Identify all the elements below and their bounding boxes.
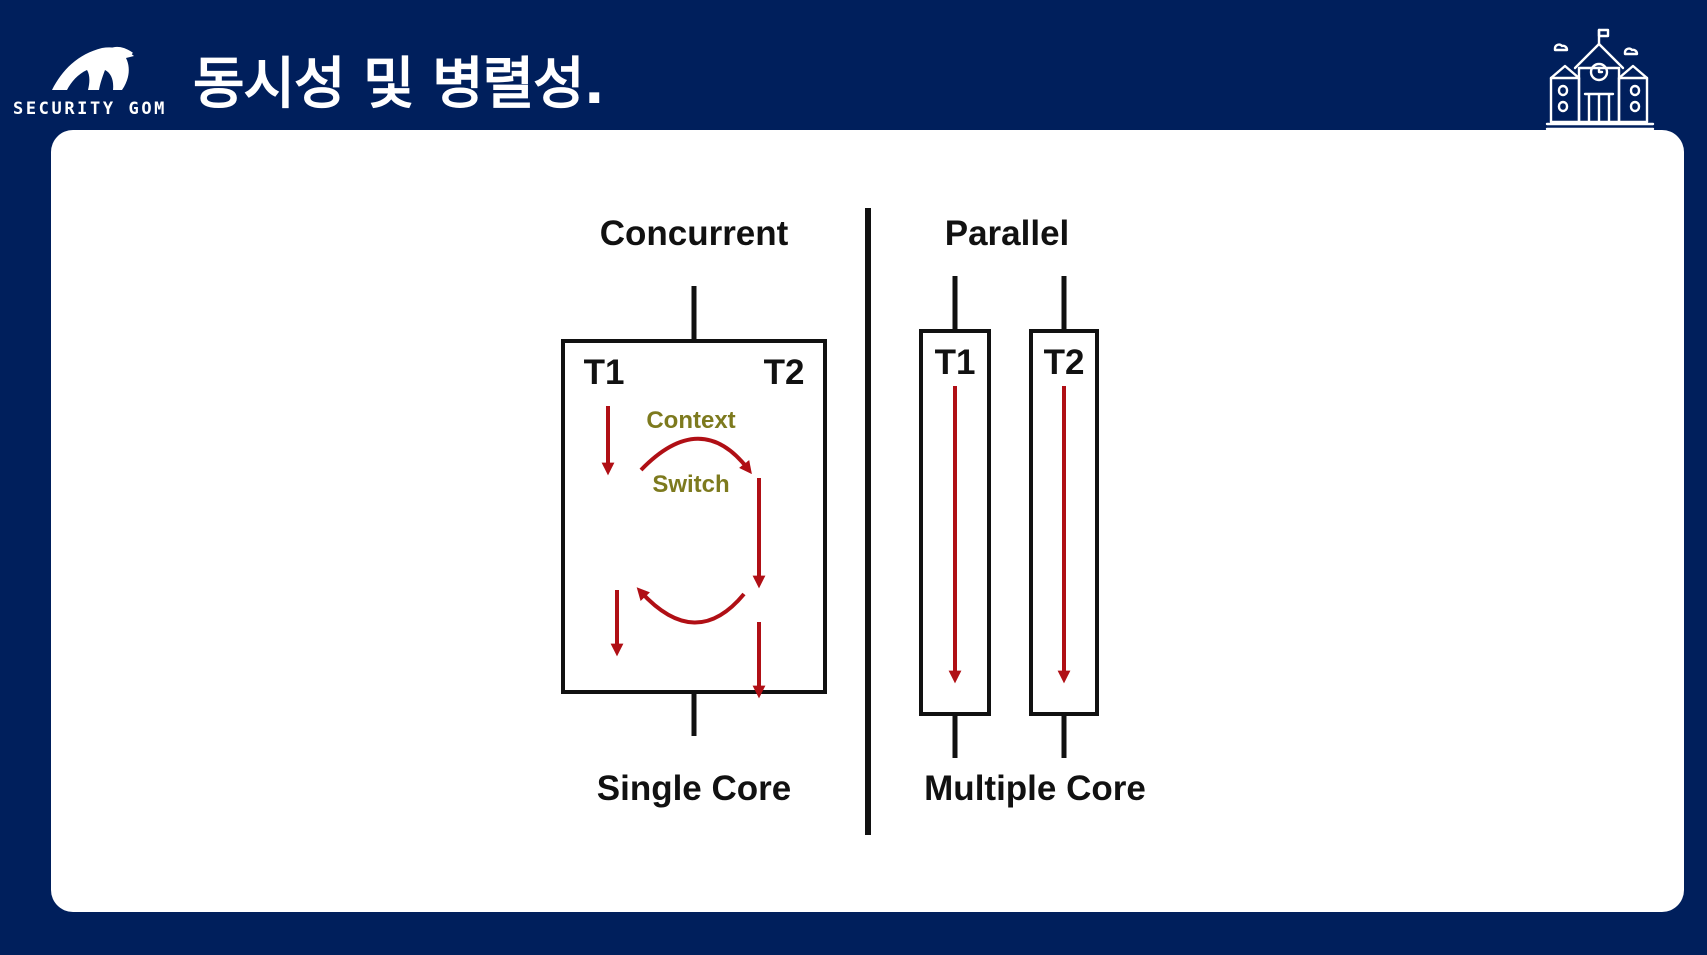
context-switch-label-bottom: Switch xyxy=(652,471,729,498)
polar-bear-logo-icon xyxy=(52,46,134,90)
context-switch-arrow-to-t1 xyxy=(636,587,746,625)
single-core-caption: Single Core xyxy=(597,769,791,808)
parallel-t2-label: T2 xyxy=(1044,343,1085,382)
school-building-icon xyxy=(1545,28,1655,131)
content-card: Concurrent T1 T2 Context Switch Single C… xyxy=(51,130,1684,912)
single-core-box xyxy=(561,339,827,694)
logo-text: SECURITY GOM xyxy=(13,99,168,119)
parallel-title: Parallel xyxy=(945,214,1070,253)
concurrent-t1-label: T1 xyxy=(584,353,625,392)
context-switch-arrow-to-t2 xyxy=(639,436,752,475)
concurrent-title: Concurrent xyxy=(600,214,789,253)
parallel-t1-label: T1 xyxy=(935,343,976,382)
page-title: 동시성 및 병렬성. xyxy=(193,52,605,117)
context-switch-label-top: Context xyxy=(646,407,735,434)
multiple-core-caption: Multiple Core xyxy=(924,769,1146,808)
concurrency-parallelism-diagram: Concurrent T1 T2 Context Switch Single C… xyxy=(561,208,1146,835)
concurrent-t2-label: T2 xyxy=(764,353,805,392)
